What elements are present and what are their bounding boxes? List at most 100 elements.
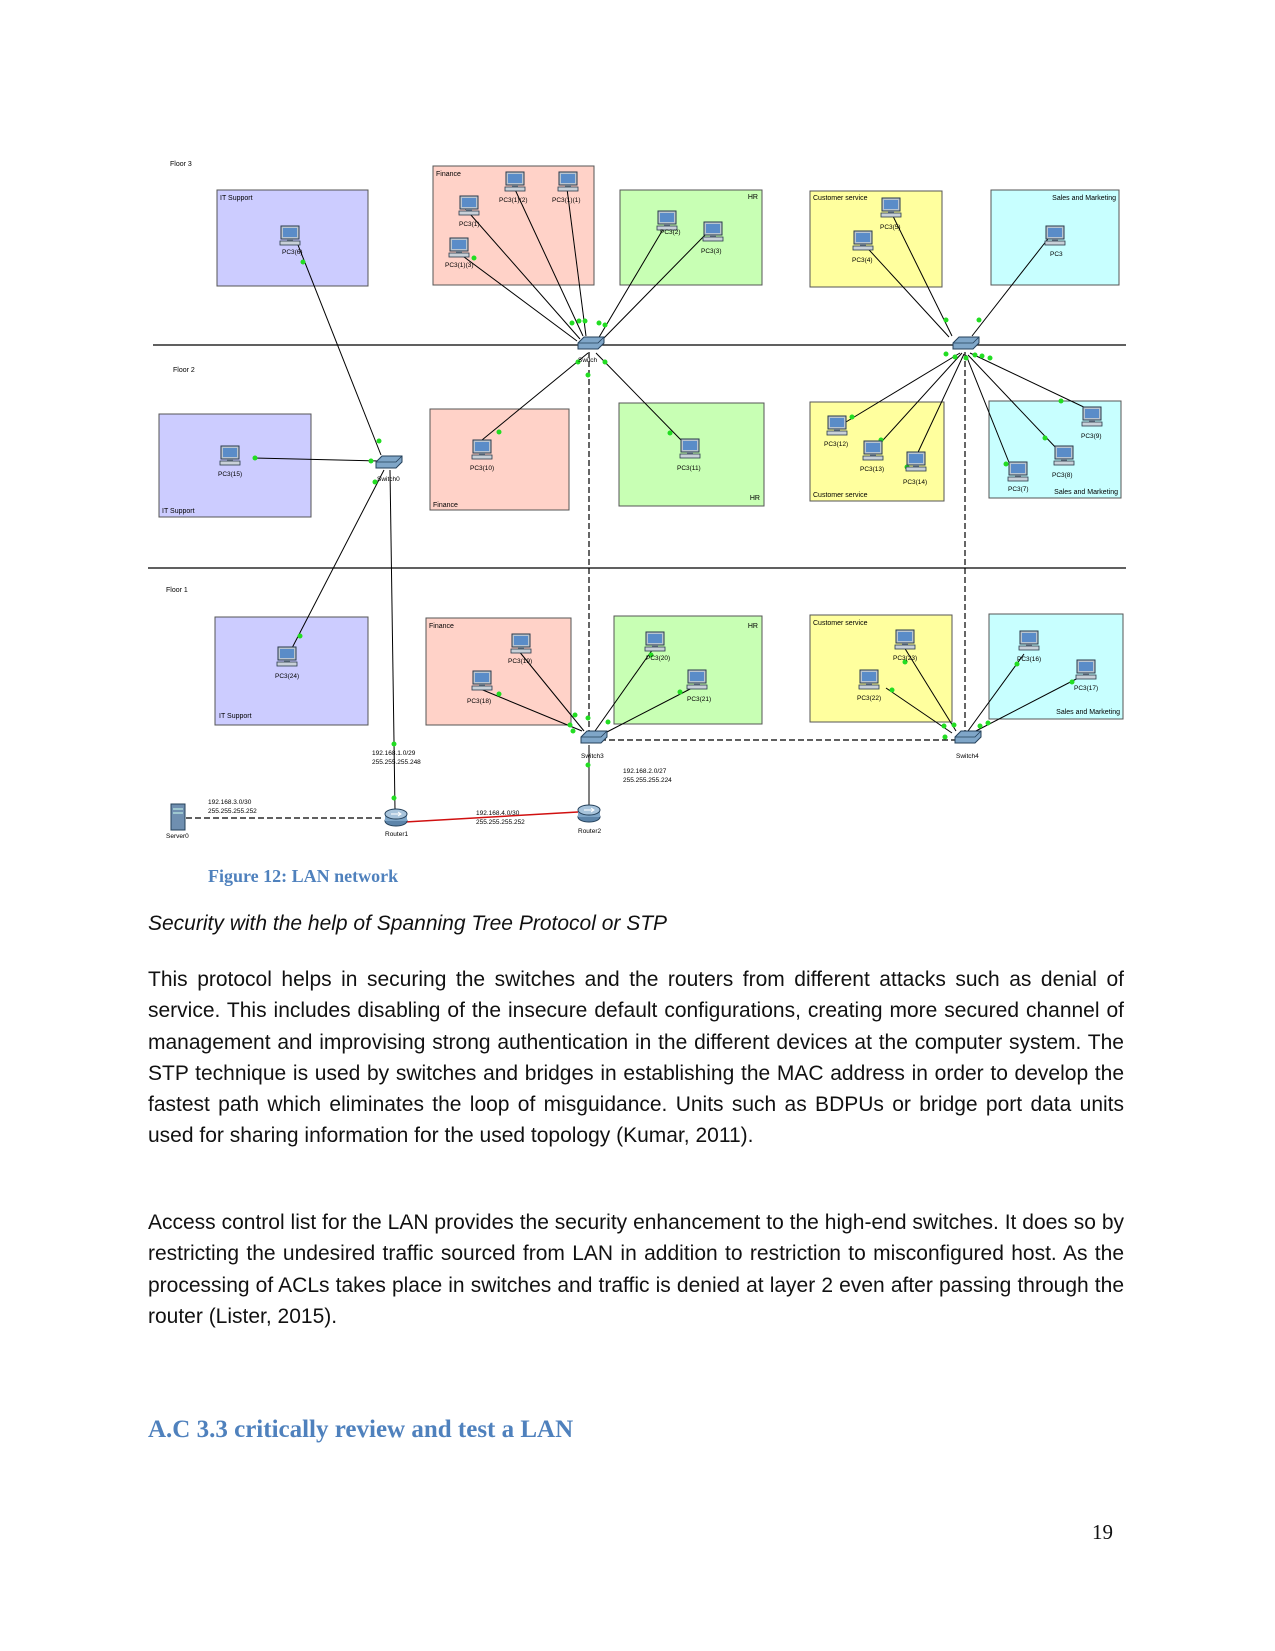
zone-hr — [619, 189, 763, 286]
pc-icon[interactable] — [1018, 630, 1040, 651]
pc-label: PC3(4) — [852, 257, 873, 264]
server-icon[interactable] — [170, 803, 186, 831]
zone-label: Finance — [433, 502, 458, 509]
switch-icon[interactable] — [954, 730, 982, 744]
pc-icon[interactable] — [852, 230, 874, 251]
pc-icon[interactable] — [1044, 225, 1066, 246]
pc-icon[interactable] — [1007, 461, 1029, 482]
zone-label: Customer service — [813, 195, 868, 202]
zone-label: Customer service — [813, 492, 868, 499]
switch-icon[interactable] — [580, 730, 608, 744]
pc-icon[interactable] — [1081, 406, 1103, 427]
pc-label: PC3(12) — [824, 441, 848, 448]
pc-label: PC3(23) — [893, 655, 917, 662]
zone-label: Sales and Marketing — [1054, 489, 1118, 496]
network-mask: 255.255.255.248 — [372, 759, 421, 766]
switch-icon[interactable] — [577, 336, 605, 350]
section-subheading: Security with the help of Spanning Tree … — [148, 912, 668, 935]
network-mask: 255.255.255.252 — [208, 808, 257, 815]
switch-icon[interactable] — [375, 455, 403, 469]
zone-label: Finance — [436, 171, 461, 178]
pc-label: PC3(1)(3) — [445, 262, 474, 269]
pc-label: PC3(1)(2) — [499, 197, 528, 204]
pc-icon[interactable] — [679, 438, 701, 459]
pc-label: PC3(6) — [282, 249, 303, 256]
zone-sales-marketing — [988, 613, 1124, 720]
pc-icon[interactable] — [279, 225, 301, 246]
device-label: Router1 — [385, 831, 409, 838]
pc-label: PC3(21) — [687, 696, 711, 703]
section-heading: A.C 3.3 critically review and test a LAN — [148, 1416, 574, 1443]
zone-label: Sales and Marketing — [1056, 709, 1120, 716]
zone-label: IT Support — [162, 508, 195, 515]
device-label: Switch — [578, 357, 598, 364]
network-address: 192.168.4.0/30 — [476, 810, 520, 817]
zone-label: IT Support — [219, 713, 252, 720]
pc-icon[interactable] — [826, 415, 848, 436]
pc-icon[interactable] — [644, 631, 666, 652]
pc-icon[interactable] — [1053, 445, 1075, 466]
pc-icon[interactable] — [894, 629, 916, 650]
pc-icon[interactable] — [510, 633, 532, 654]
pc-icon[interactable] — [276, 646, 298, 667]
pc-label: PC3(22) — [857, 695, 881, 702]
network-address: 192.168.3.0/30 — [208, 799, 252, 806]
pc-icon[interactable] — [458, 195, 480, 216]
network-address: 192.168.1.0/29 — [372, 750, 416, 757]
pc-icon[interactable] — [471, 670, 493, 691]
figure-caption: Figure 12: LAN network — [208, 866, 399, 886]
lan-network-diagram: Floor 3 Floor 2 Floor 1 IT Support Finan… — [148, 161, 1126, 840]
zone-label: Finance — [429, 623, 454, 630]
pc-icon[interactable] — [448, 237, 470, 258]
pc-label: PC3(15) — [218, 471, 242, 478]
zone-finance — [425, 617, 572, 726]
zone-it-support — [214, 616, 369, 726]
pc-icon[interactable] — [471, 439, 493, 460]
device-label: Switch0 — [377, 476, 400, 483]
network-mask: 255.255.255.224 — [623, 777, 672, 784]
zone-finance — [429, 408, 570, 511]
floor-label: Floor 1 — [166, 587, 188, 594]
pc-label: PC3(9) — [1081, 433, 1102, 440]
pc-label: PC3(20) — [646, 655, 670, 662]
pc-label: PC3(7) — [1008, 486, 1029, 493]
pc-icon[interactable] — [880, 197, 902, 218]
pc-label: PC3(5) — [880, 224, 901, 231]
pc-icon[interactable] — [219, 445, 241, 466]
switch-icon[interactable] — [952, 336, 980, 350]
device-label: Switch3 — [581, 753, 604, 760]
pc-icon[interactable] — [858, 669, 880, 690]
zone-label: HR — [748, 623, 758, 630]
network-address: 192.168.2.0/27 — [623, 768, 667, 775]
body-paragraph: Access control list for the LAN provides… — [148, 1211, 1124, 1328]
pc-icon[interactable] — [905, 451, 927, 472]
zone-customer-service — [809, 190, 943, 288]
zone-label: Customer service — [813, 620, 868, 627]
pc-icon[interactable] — [686, 669, 708, 690]
pc-label: PC3(16) — [1017, 656, 1041, 663]
pc-label: PC3(1)(1) — [552, 197, 581, 204]
pc-label: PC3(2) — [660, 229, 681, 236]
pc-label: PC3(13) — [860, 466, 884, 473]
pc-label: PC3 — [1050, 251, 1063, 258]
pc-label: PC3(1) — [459, 221, 480, 228]
pc-icon[interactable] — [702, 221, 724, 242]
pc-icon[interactable] — [1075, 659, 1097, 680]
device-label: Server0 — [166, 833, 189, 840]
pc-icon[interactable] — [557, 171, 579, 192]
page-number: 19 — [1092, 1520, 1113, 1544]
router-icon[interactable] — [384, 808, 408, 827]
body-paragraph: This protocol helps in securing the swit… — [148, 968, 1124, 1148]
device-label: Switch4 — [956, 753, 979, 760]
floor-label: Floor 3 — [170, 161, 192, 168]
pc-icon[interactable] — [656, 210, 678, 231]
floor-label: Floor 2 — [173, 367, 195, 374]
pc-icon[interactable] — [862, 440, 884, 461]
device-label: Router2 — [578, 828, 602, 835]
pc-label: PC3(18) — [467, 698, 491, 705]
pc-label: PC3(10) — [470, 465, 494, 472]
pc-label: PC3(17) — [1074, 685, 1098, 692]
pc-icon[interactable] — [504, 171, 526, 192]
pc-label: PC3(19) — [508, 658, 532, 665]
router-icon[interactable] — [577, 804, 601, 823]
